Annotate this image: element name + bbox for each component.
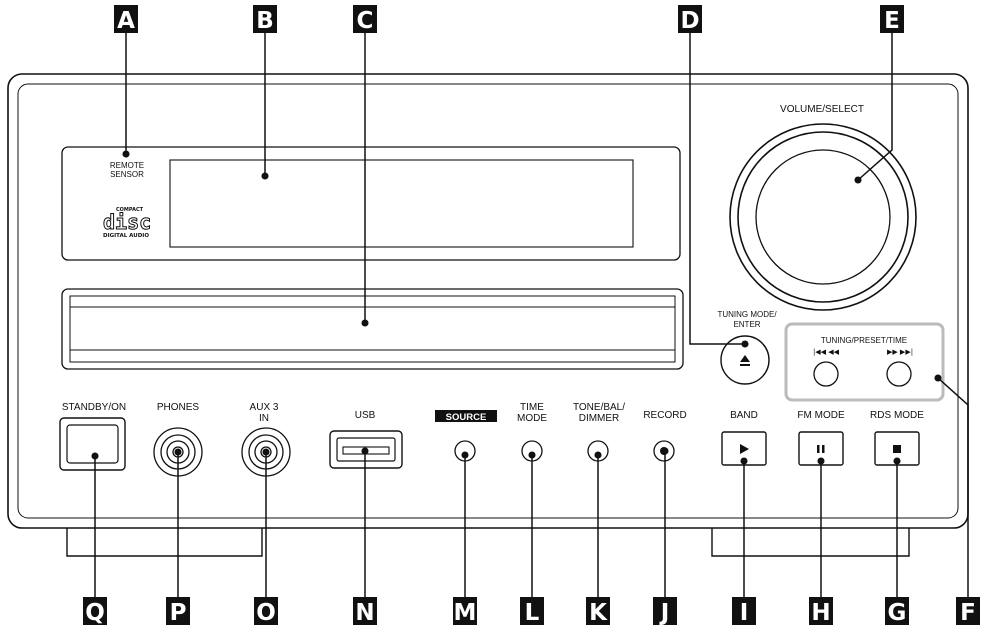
band-label: BAND xyxy=(730,410,758,421)
volume-select-knob[interactable] xyxy=(729,123,917,311)
svg-text:I: I xyxy=(740,600,749,626)
tone-label: TONE/BAL/ xyxy=(573,402,625,413)
svg-text:M: M xyxy=(454,600,477,626)
tuning-preset-group-box xyxy=(784,322,945,402)
aux3-in-label: IN xyxy=(259,413,269,424)
display-panel xyxy=(61,146,681,261)
svg-text:O: O xyxy=(256,600,276,626)
callout-e: E xyxy=(880,5,904,34)
svg-text:Q: Q xyxy=(85,600,105,626)
callout-q: Q xyxy=(83,597,107,626)
svg-text:disc: disc xyxy=(103,210,151,234)
svg-text:J: J xyxy=(659,600,670,626)
source-label: SOURCE xyxy=(446,412,487,423)
svg-text:REMOTE: REMOTE xyxy=(110,161,144,170)
svg-text:B: B xyxy=(256,8,274,34)
time-mode-label: TIME xyxy=(520,402,544,413)
disc-slot[interactable] xyxy=(61,288,684,370)
callout-f: F xyxy=(956,597,980,626)
eject-icon xyxy=(740,355,750,366)
tuning-mode-label: TUNING MODE/ xyxy=(717,310,777,319)
play-icon xyxy=(740,444,749,454)
callout-j: J xyxy=(653,597,677,626)
skip-back-icon: |◀◀ ◀◀ xyxy=(813,348,840,356)
leader-lines xyxy=(91,30,969,597)
skip-forward-icon: ▶▶ ▶▶| xyxy=(887,348,913,356)
callout-l: L xyxy=(520,597,544,626)
callout-b: B xyxy=(253,5,277,34)
compact-disc-logo: COMPACT disc DIGITAL AUDIO xyxy=(103,207,152,239)
time-mode-label-2: MODE xyxy=(517,413,547,424)
tuning-down-button[interactable] xyxy=(813,361,839,387)
svg-text:A: A xyxy=(117,8,135,34)
tuning-mode-enter-button[interactable] xyxy=(720,335,770,385)
callout-m: M xyxy=(453,597,477,626)
feet xyxy=(66,528,910,557)
svg-text:G: G xyxy=(888,600,907,626)
svg-text:K: K xyxy=(589,600,608,626)
phones-label: PHONES xyxy=(157,402,200,413)
svg-text:C: C xyxy=(357,8,374,34)
callout-o: O xyxy=(254,597,278,626)
svg-text:DIGITAL AUDIO: DIGITAL AUDIO xyxy=(103,233,149,239)
remote-sensor-label: REMOTE SENSOR xyxy=(110,161,144,179)
svg-text:D: D xyxy=(680,8,699,34)
fm-mode-label: FM MODE xyxy=(797,410,845,421)
bottom-row-labels: STANDBY/ON PHONES AUX 3 IN USB SOURCE TI… xyxy=(62,402,924,424)
chassis xyxy=(7,73,969,529)
svg-text:H: H xyxy=(811,600,830,626)
callout-c: C xyxy=(353,5,377,34)
svg-text:E: E xyxy=(884,8,900,34)
callout-p: P xyxy=(166,597,190,626)
enter-label: ENTER xyxy=(733,320,760,329)
aux3-label: AUX 3 xyxy=(250,402,279,413)
standby-on-button[interactable] xyxy=(59,417,126,471)
callout-n: N xyxy=(353,597,377,626)
usb-label: USB xyxy=(355,410,376,421)
stop-icon xyxy=(893,445,901,453)
source-label-bg xyxy=(435,410,497,422)
standby-on-label: STANDBY/ON xyxy=(62,402,126,413)
dimmer-label: DIMMER xyxy=(579,413,620,424)
svg-text:COMPACT: COMPACT xyxy=(116,207,144,213)
volume-select-label: VOLUME/SELECT xyxy=(780,104,864,115)
tuning-preset-time-label: TUNING/PRESET/TIME xyxy=(821,336,907,345)
record-label: RECORD xyxy=(643,410,686,421)
callout-k: K xyxy=(586,597,610,626)
callout-h: H xyxy=(809,597,833,626)
usb-port[interactable] xyxy=(329,430,403,469)
callout-a: A xyxy=(114,5,138,34)
svg-text:L: L xyxy=(525,600,540,626)
tuning-up-button[interactable] xyxy=(886,361,912,387)
callout-g: G xyxy=(885,597,909,626)
callout-i: I xyxy=(732,597,756,626)
svg-text:SENSOR: SENSOR xyxy=(110,170,144,179)
callout-d: D xyxy=(678,5,702,34)
rds-mode-label: RDS MODE xyxy=(870,410,924,421)
svg-text:N: N xyxy=(355,600,374,626)
pause-icon xyxy=(817,445,825,453)
svg-text:F: F xyxy=(960,600,976,626)
svg-text:P: P xyxy=(170,600,187,626)
